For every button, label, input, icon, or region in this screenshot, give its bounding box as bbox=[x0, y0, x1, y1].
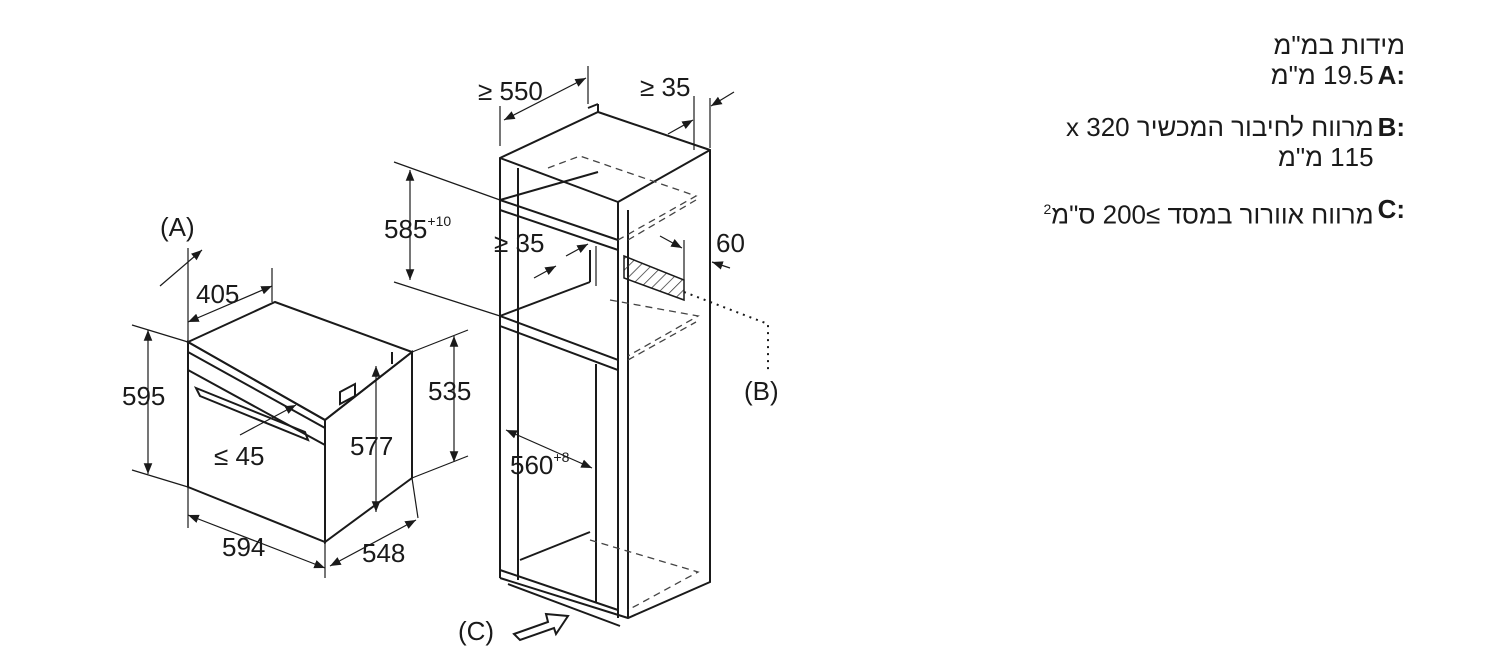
dim-35-mid: ≥ 35 bbox=[494, 228, 544, 258]
dim-550: ≥ 550 bbox=[478, 76, 543, 106]
dim-548-line bbox=[329, 519, 417, 567]
legend-item-c: C: מרווח אוורור במסד ≥200 ס"מ2 bbox=[985, 194, 1405, 230]
oven-handle bbox=[193, 386, 310, 442]
dim-560: 560 bbox=[510, 450, 553, 480]
dim-405: 405 bbox=[196, 279, 239, 309]
legend-text-c: מרווח אוורור במסד ≥200 ס"מ bbox=[1051, 199, 1374, 230]
oven-dimensions: (A) 405 595 ≤ 45 577 535 594 548 bbox=[122, 212, 471, 578]
installation-diagram: (A) 405 595 ≤ 45 577 535 594 548 bbox=[122, 66, 779, 646]
svg-text:585+10: 585+10 bbox=[384, 213, 451, 244]
legend-key-b: B: bbox=[1377, 112, 1405, 142]
dim-405-line bbox=[187, 285, 273, 323]
dim-577: 577 bbox=[350, 431, 393, 461]
legend-text-c-sup: 2 bbox=[1043, 201, 1052, 217]
callout-a: (A) bbox=[160, 212, 195, 242]
connection-area bbox=[623, 254, 685, 302]
svg-text:(C): (C) bbox=[458, 616, 494, 646]
legend-text-b-line2: 115 מ"מ bbox=[1277, 142, 1374, 172]
legend-key-a: A: bbox=[1377, 60, 1405, 90]
dim-585-tolerance: +10 bbox=[427, 213, 451, 229]
dim-595: 595 bbox=[122, 381, 165, 411]
dim-535: 535 bbox=[428, 376, 471, 406]
dimension-legend: מידות במ"מ A: 19.5 מ"מ B: מרווח לחיבור ה… bbox=[985, 30, 1405, 230]
legend-text-b-line1: מרווח לחיבור המכשיר 320 x bbox=[1066, 112, 1374, 142]
dim-45: ≤ 45 bbox=[214, 441, 264, 471]
callout-c: (C) bbox=[458, 616, 494, 646]
dim-594: 594 bbox=[222, 532, 265, 562]
dim-594-line bbox=[187, 514, 326, 569]
svg-text:(A): (A) bbox=[160, 212, 195, 242]
oven-top bbox=[185, 300, 415, 422]
legend-item-b: B: מרווח לחיבור המכשיר 320 x 115 מ"מ bbox=[985, 112, 1405, 172]
callout-b: (B) bbox=[744, 376, 779, 406]
svg-text:(B): (B) bbox=[744, 376, 779, 406]
cabinet-drawing bbox=[499, 103, 769, 642]
dim-548: 548 bbox=[362, 538, 405, 568]
legend-text-a: 19.5 מ"מ bbox=[1270, 60, 1374, 90]
legend-heading: מידות במ"מ bbox=[1273, 30, 1405, 60]
cabinet-dimensions: ≥ 550 ≥ 35 585+10 ≥ 35 60 560+8 (B) (C) bbox=[384, 66, 779, 646]
oven-drawing bbox=[185, 300, 415, 544]
dim-35-top: ≥ 35 bbox=[640, 72, 690, 102]
dim-560-tolerance: +8 bbox=[553, 449, 569, 465]
svg-text:560+8: 560+8 bbox=[510, 449, 570, 480]
dim-585: 585 bbox=[384, 214, 427, 244]
legend-item-a: A: 19.5 מ"מ bbox=[985, 60, 1405, 90]
ventilation-arrow bbox=[512, 612, 570, 642]
legend-key-c: C: bbox=[1377, 194, 1405, 224]
dim-60: 60 bbox=[716, 228, 745, 258]
